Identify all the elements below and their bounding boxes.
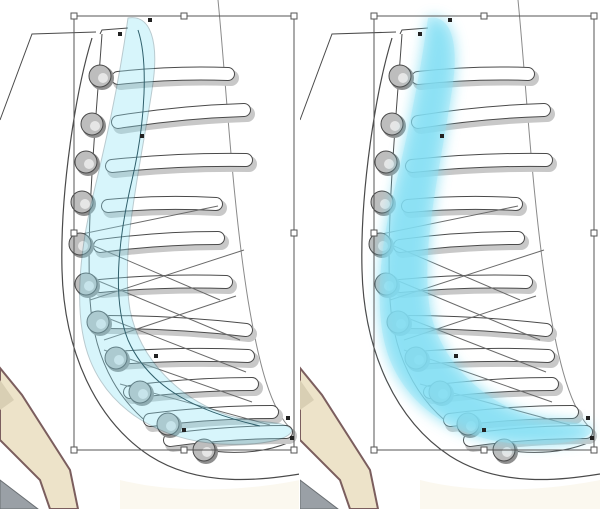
lace-4 xyxy=(102,196,222,212)
eyelet-icon-inner xyxy=(84,281,94,291)
anchor-point-icon xyxy=(440,134,444,138)
transform-handle-icon xyxy=(70,229,78,237)
transform-handle-icon xyxy=(70,446,78,454)
transform-handle-icon xyxy=(370,12,378,20)
anchor-point-icon xyxy=(586,416,590,420)
eyelet-icon-inner xyxy=(138,389,148,399)
anchor-point-icon xyxy=(454,354,458,358)
eyelet-icon-inner xyxy=(96,319,106,329)
eyelet-icon-inner xyxy=(398,73,408,83)
lace-7 xyxy=(100,316,252,336)
cross-lace-line xyxy=(89,249,245,301)
heel-guide-line xyxy=(300,31,397,121)
transform-handle-icon xyxy=(590,446,598,454)
transform-handle-icon xyxy=(290,12,298,20)
anchor-point-icon xyxy=(182,428,186,432)
transform-handle-icon xyxy=(70,12,78,20)
transform-handle-icon xyxy=(370,229,378,237)
tongue-edge xyxy=(88,33,291,453)
anchor-point-icon xyxy=(290,436,294,440)
transform-handle-icon xyxy=(590,12,598,20)
transform-handle-icon xyxy=(480,12,488,20)
lace-2 xyxy=(112,104,250,128)
transform-handle-icon xyxy=(180,12,188,20)
floor-shade xyxy=(120,480,300,509)
transform-handle-icon xyxy=(290,446,298,454)
cross-lace-line xyxy=(79,239,221,301)
cross-lace-line xyxy=(83,274,241,341)
eyelet-icon-inner xyxy=(84,159,94,169)
highlight-inner-line xyxy=(118,29,261,427)
collar-edge xyxy=(399,27,429,35)
anchor-point-icon xyxy=(482,428,486,432)
anchor-point-icon xyxy=(286,416,290,420)
lace-8 xyxy=(110,348,254,364)
heel-guide-line xyxy=(0,31,97,121)
cross-lace-line xyxy=(71,205,219,237)
eyelet-icon-inner xyxy=(98,73,108,83)
sole-tread xyxy=(300,479,339,509)
cross-lace-line xyxy=(91,311,247,373)
lace-3 xyxy=(106,153,252,172)
eyelet-icon-inner xyxy=(390,121,400,131)
highlight-core xyxy=(379,17,592,445)
anchor-point-icon xyxy=(148,18,152,22)
sole-heel-shade xyxy=(0,380,14,410)
eyelet-icon-inner xyxy=(166,421,176,431)
eyelet-icon-inner xyxy=(114,355,124,365)
lace-5 xyxy=(94,232,224,252)
transform-handle-icon xyxy=(180,446,188,454)
panel-divider xyxy=(299,0,301,509)
anchor-point-icon xyxy=(118,32,122,36)
collar-edge xyxy=(99,27,129,35)
sole-tread xyxy=(0,479,39,509)
cross-lace-line xyxy=(103,295,237,341)
anchor-point-icon xyxy=(448,18,452,22)
floor-shade xyxy=(420,480,600,509)
anchor-point-icon xyxy=(154,354,158,358)
eyelet-icon-inner xyxy=(380,199,390,209)
shoe-illustration[interactable] xyxy=(300,0,600,509)
lace-11 xyxy=(164,426,292,446)
boot-outer-outline xyxy=(361,37,600,481)
transform-handle-icon xyxy=(480,446,488,454)
eyelet-icon-inner xyxy=(80,199,90,209)
anchor-point-icon xyxy=(418,32,422,36)
eyelet-icon-inner xyxy=(502,447,512,457)
sole-heel-shade xyxy=(300,380,314,410)
transform-handle-icon xyxy=(290,229,298,237)
shoe-illustration[interactable] xyxy=(0,0,300,509)
panel-right-glow[interactable] xyxy=(300,0,600,509)
boot-outer-outline xyxy=(61,37,300,481)
eyelet-icon-inner xyxy=(90,121,100,131)
panel-left-selected[interactable] xyxy=(0,0,300,509)
highlight-band xyxy=(79,17,293,445)
lace-6 xyxy=(94,275,232,292)
transform-handle-icon xyxy=(590,229,598,237)
eyelet-icon-inner xyxy=(384,159,394,169)
anchor-point-icon xyxy=(590,436,594,440)
sole-heel xyxy=(0,366,80,509)
transform-handle-icon xyxy=(370,446,378,454)
sole-heel xyxy=(300,366,380,509)
highlight-glow xyxy=(379,17,592,445)
lace-1 xyxy=(112,67,234,84)
eyelet-icon-inner xyxy=(78,241,88,251)
anchor-point-icon xyxy=(140,134,144,138)
eyelet-icon-inner xyxy=(202,447,212,457)
